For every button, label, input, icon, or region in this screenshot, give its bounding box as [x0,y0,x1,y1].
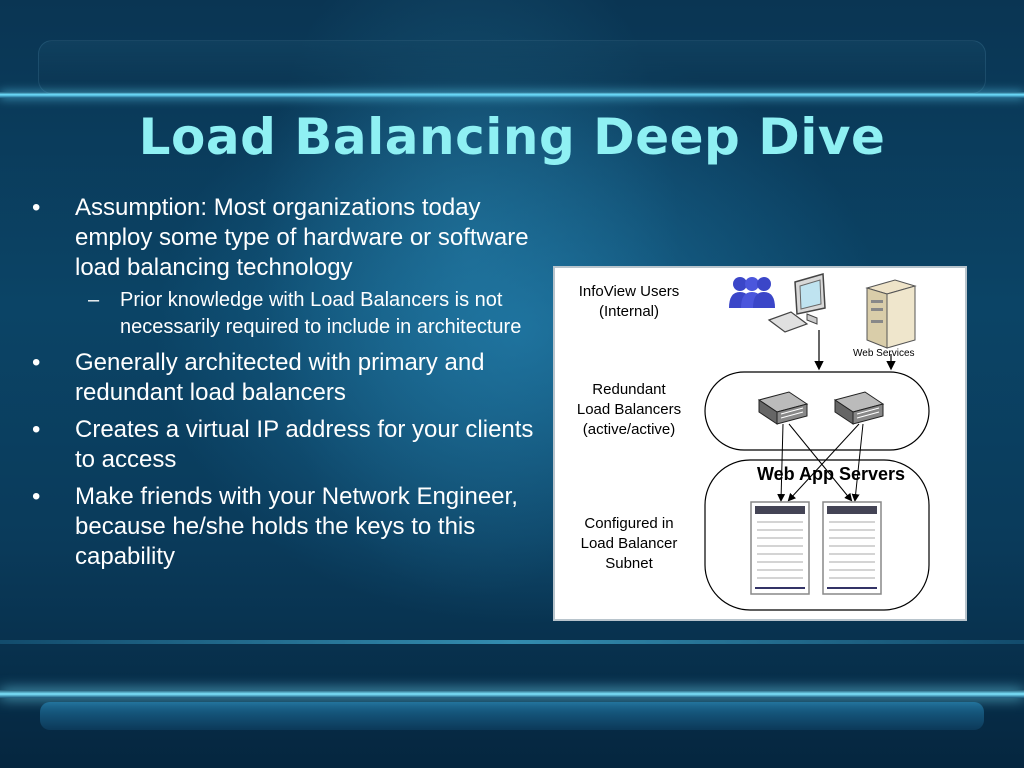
bullet-text: Creates a virtual IP address for your cl… [75,416,534,473]
bullet-item: • Creates a virtual IP address for your … [32,415,542,475]
bottom-frame [40,702,984,730]
web-services-server-icon [865,279,917,349]
middle-line [0,640,1024,644]
top-glow-line [0,92,1024,98]
bullet-item: • Generally architected with primary and… [32,348,542,408]
computer-icon [767,273,826,333]
bullet-item: • Assumption: Most organizations today e… [32,193,542,341]
bullet-mark: • [32,483,41,510]
diagram-graphics [704,273,930,611]
subnet-label: Configured in Load Balancer Subnet [580,515,678,572]
web-app-servers-label: Web App Servers [756,464,906,484]
web-app-server-2 [822,501,882,595]
users-icon [729,277,775,308]
connection-arrows [777,330,896,502]
load-balancer-group [704,371,930,451]
bullet-mark: • [32,194,41,221]
sub-bullet-item: – Prior knowledge with Load Balancers is… [32,287,540,341]
sub-bullet-mark: – [88,289,100,311]
bullet-item: • Make friends with your Network Enginee… [32,482,542,572]
top-frame [38,40,986,94]
bullet-list: • Assumption: Most organizations today e… [32,193,542,579]
load-balancer-device-2 [833,391,885,425]
load-balancers-label: Redundant Load Balancers (active/active) [576,381,682,438]
bullet-text: Assumption: Most organizations today emp… [75,194,529,281]
web-app-server-1 [750,501,810,595]
bullet-text: Make friends with your Network Engineer,… [75,483,518,570]
bullet-text: Generally architected with primary and r… [75,349,485,406]
bullet-mark: • [32,416,41,443]
load-balancer-device-1 [757,391,809,425]
bottom-glow-line [0,690,1024,698]
architecture-diagram: InfoView Users (Internal) Redundant Load… [553,266,967,621]
web-services-label: Web Services [853,348,915,359]
slide-title: Load Balancing Deep Dive [138,108,886,166]
bullet-mark: • [32,349,41,376]
web-app-servers-group [704,459,930,611]
users-label: InfoView Users (Internal) [578,283,680,320]
sub-bullet-text: Prior knowledge with Load Balancers is n… [120,289,522,338]
